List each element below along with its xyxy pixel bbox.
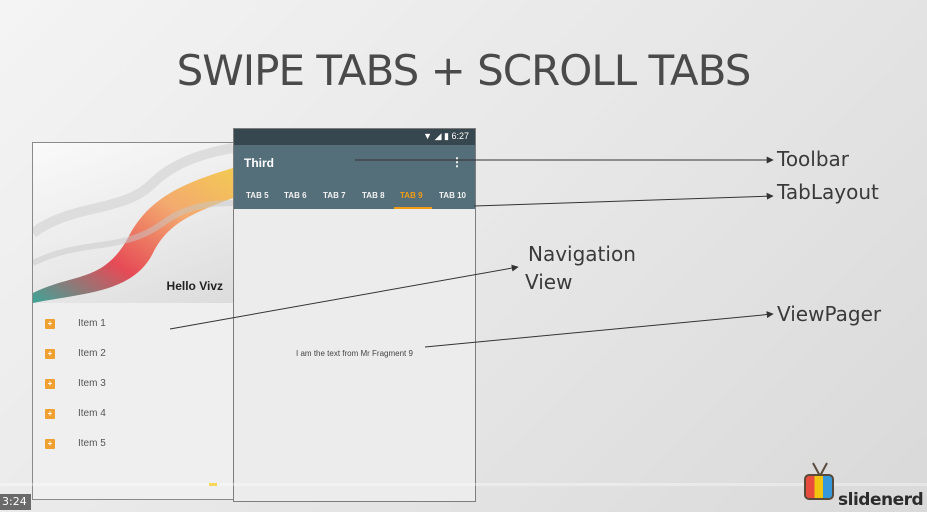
tab-5[interactable]: TAB 5 bbox=[246, 191, 269, 200]
square-orange-icon: + bbox=[45, 379, 55, 389]
tab-6[interactable]: TAB 6 bbox=[284, 191, 307, 200]
status-bar: ▼ ◢ ▮ 6:27 bbox=[234, 129, 475, 145]
main-app-phone: ▼ ◢ ▮ 6:27 Third ⋮ TAB 5 TAB 6 TAB 7 TAB… bbox=[233, 128, 476, 502]
square-orange-icon: + bbox=[45, 409, 55, 419]
wifi-icon: ▼ bbox=[423, 131, 433, 141]
drawer-header: Hello Vivz bbox=[33, 143, 233, 303]
drawer-item-3[interactable]: + Item 3 bbox=[33, 369, 233, 399]
drawer-item-4[interactable]: + Item 4 bbox=[33, 399, 233, 429]
navigation-drawer-phone: Hello Vivz + Item 1 + Item 2 + Item 3 + … bbox=[32, 142, 234, 500]
annotation-toolbar: Toolbar bbox=[777, 147, 850, 171]
tablayout-arrow bbox=[473, 192, 774, 207]
signal-icon: ◢ bbox=[434, 131, 442, 141]
annotation-viewpager: ViewPager bbox=[777, 302, 882, 326]
tab-10[interactable]: TAB 10 bbox=[439, 191, 466, 200]
tv-icon bbox=[804, 474, 834, 500]
drawer-username: Hello Vivz bbox=[166, 279, 223, 293]
tab-7[interactable]: TAB 7 bbox=[323, 191, 346, 200]
slide-title: SWIPE TABS + SCROLL TABS bbox=[176, 46, 752, 95]
abstract-wave-image bbox=[33, 143, 233, 303]
drawer-item-5[interactable]: + Item 5 bbox=[33, 429, 233, 459]
tab-8[interactable]: TAB 8 bbox=[362, 191, 385, 200]
brand-logo: slidenerd bbox=[804, 462, 927, 512]
video-progress-bar[interactable] bbox=[0, 483, 927, 486]
battery-icon: ▮ bbox=[444, 131, 449, 141]
drawer-item-label: Item 2 bbox=[78, 348, 106, 359]
viewpager-arrow bbox=[424, 311, 774, 348]
annotation-tablayout: TabLayout bbox=[777, 180, 879, 204]
annotation-navigation-line1: Navigation bbox=[528, 242, 636, 266]
toolbar: Third ⋮ bbox=[234, 145, 475, 183]
drawer-item-label: Item 3 bbox=[78, 378, 106, 389]
annotation-navigation-line2: View bbox=[525, 270, 573, 294]
tab-layout: TAB 5 TAB 6 TAB 7 TAB 8 TAB 9 TAB 10 bbox=[234, 183, 475, 209]
fragment-text: I am the text from Mr Fragment 9 bbox=[296, 349, 413, 358]
tab-9[interactable]: TAB 9 bbox=[400, 191, 423, 200]
drawer-item-label: Item 1 bbox=[78, 318, 106, 329]
status-icons: ▼ ◢ ▮ 6:27 bbox=[423, 131, 469, 142]
video-time: 3:24 bbox=[0, 494, 31, 510]
navigation-arrow bbox=[169, 264, 519, 330]
drawer-menu-list: + Item 1 + Item 2 + Item 3 + Item 4 + It… bbox=[33, 309, 233, 459]
brand-name: slidenerd bbox=[838, 490, 924, 510]
viewpager[interactable]: I am the text from Mr Fragment 9 bbox=[234, 209, 475, 501]
drawer-item-2[interactable]: + Item 2 bbox=[33, 339, 233, 369]
toolbar-title: Third bbox=[244, 156, 274, 170]
tv-antenna-icon bbox=[812, 462, 828, 476]
drawer-item-label: Item 5 bbox=[78, 438, 106, 449]
drawer-item-1[interactable]: + Item 1 bbox=[33, 309, 233, 339]
overflow-menu-icon[interactable]: ⋮ bbox=[451, 155, 463, 169]
drawer-item-label: Item 4 bbox=[78, 408, 106, 419]
square-orange-icon: + bbox=[45, 439, 55, 449]
tab-selection-indicator bbox=[394, 207, 432, 209]
scroll-indicator bbox=[209, 483, 217, 486]
square-orange-icon: + bbox=[45, 349, 55, 359]
status-time: 6:27 bbox=[451, 131, 469, 141]
square-orange-icon: + bbox=[45, 319, 55, 329]
